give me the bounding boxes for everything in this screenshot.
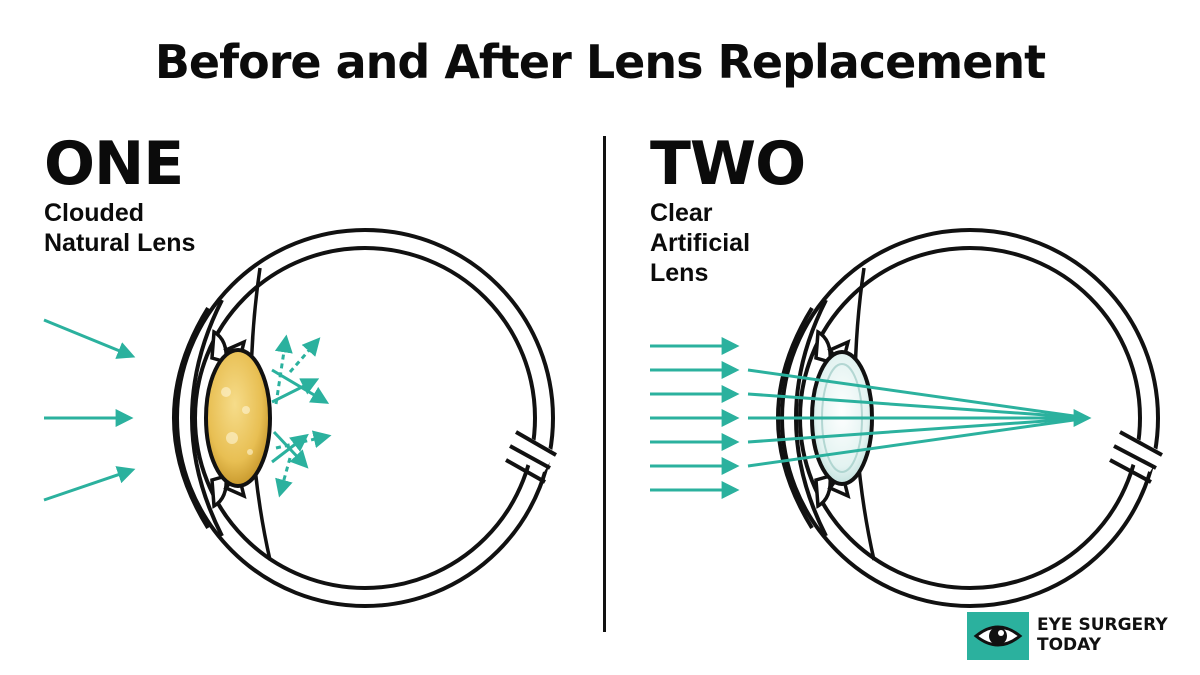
panel-two-label-line2: Artificial	[650, 229, 751, 257]
panel-two-number: TWO	[650, 129, 806, 199]
incoming-light-arrows	[43, 318, 136, 502]
cornea	[172, 299, 224, 537]
eye-icon	[973, 625, 1023, 647]
lens-cloud-specks	[221, 387, 253, 455]
optic-nerve	[505, 430, 557, 484]
diagram-title: Before and After Lens Replacement	[154, 35, 1046, 89]
panel-one-number: ONE	[44, 129, 184, 199]
brand-logo: EYE SURGERY TODAY	[967, 612, 1187, 660]
optic-nerve	[1109, 430, 1163, 484]
focused-light-rays	[747, 368, 1092, 468]
brand-badge	[967, 612, 1029, 660]
panel-one-label-line1: Clouded	[44, 199, 144, 227]
eye-diagram-after	[650, 228, 1163, 608]
panel-two-label-line3: Lens	[650, 259, 709, 287]
eyeball-outline	[175, 228, 555, 608]
brand-line1: EYE SURGERY	[1037, 615, 1168, 635]
panel-one-label-line2: Natural Lens	[44, 229, 196, 257]
scattered-light-arrows	[271, 334, 332, 498]
clouded-natural-lens	[204, 348, 272, 488]
panel-two-label-line1: Clear	[650, 199, 713, 227]
brand-line2: TODAY	[1037, 635, 1101, 655]
incoming-light-arrows	[650, 337, 740, 499]
panel-divider	[603, 136, 606, 632]
eye-diagram-before	[43, 228, 557, 608]
brand-name: EYE SURGERY TODAY	[1037, 615, 1168, 655]
